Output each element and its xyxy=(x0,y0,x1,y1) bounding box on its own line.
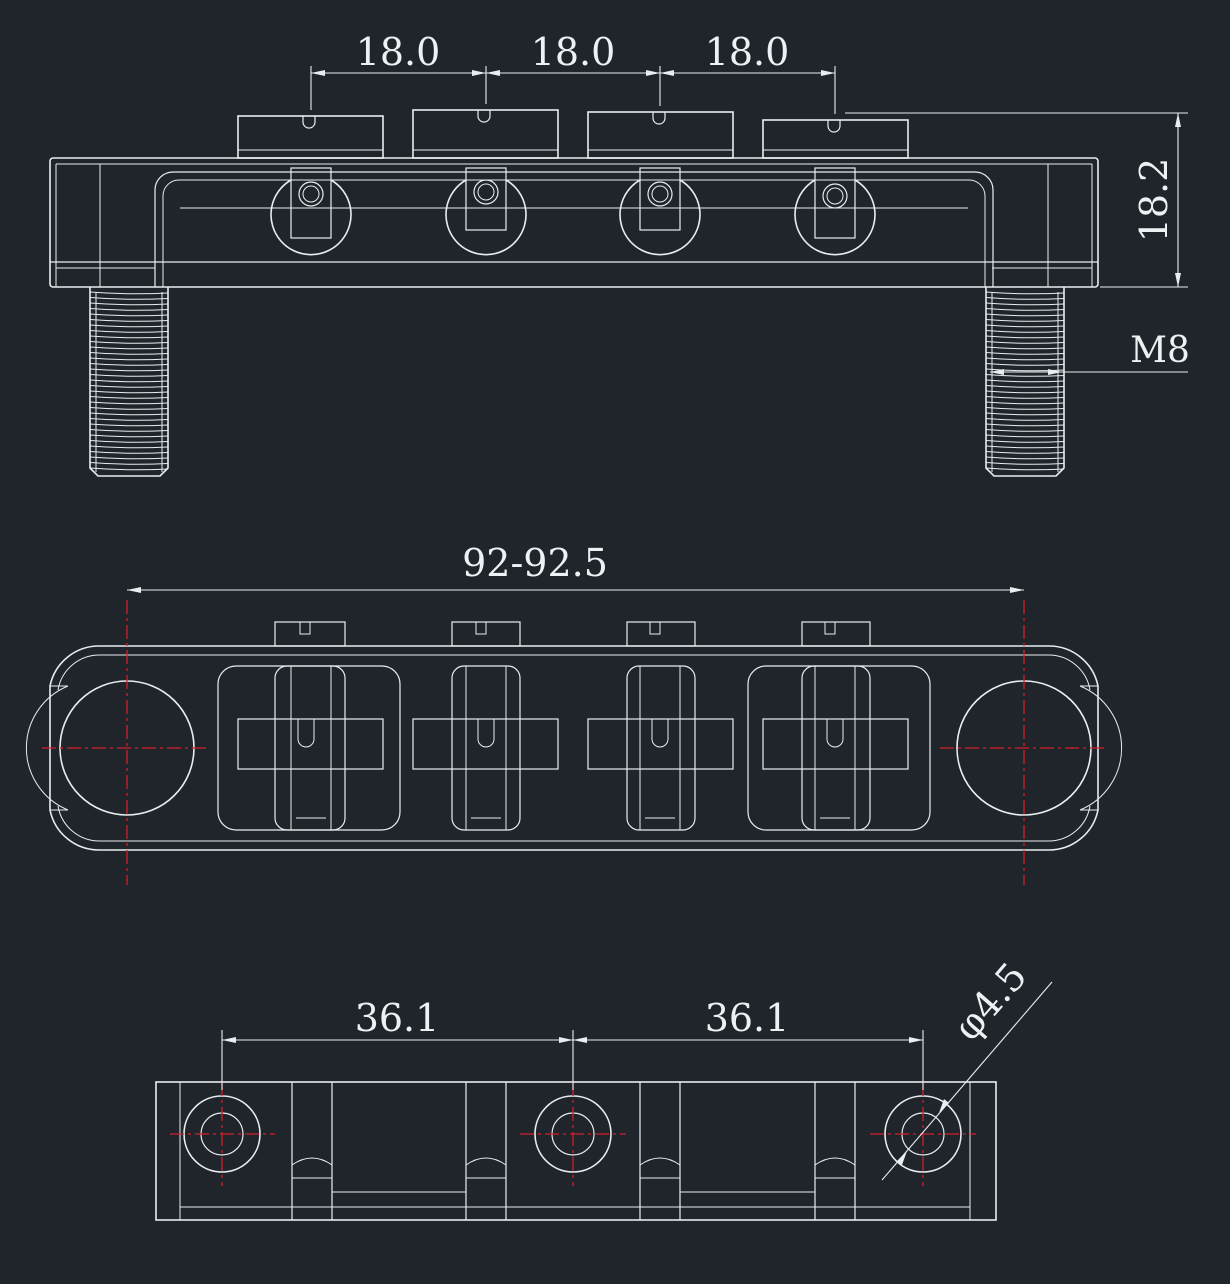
string-spacing-dimensions: 18.0 18.0 18.0 xyxy=(310,30,836,114)
threaded-stud-right xyxy=(985,287,1065,477)
stud-span-label: 92-92.5 xyxy=(462,541,608,585)
spacing-label-3: 18.0 xyxy=(705,30,790,74)
hole-spacing-dimensions: 36.1 36.1 xyxy=(221,996,924,1090)
thread-label: M8 xyxy=(1130,330,1190,371)
base-plate xyxy=(155,1081,997,1221)
stud-span-dimension: 92-92.5 xyxy=(127,541,1024,593)
saddle-pockets xyxy=(217,665,931,831)
height-label: 18.2 xyxy=(1132,158,1176,243)
front-view: 18.0 18.0 18.0 18.2 M8 xyxy=(49,30,1190,477)
screw-heads xyxy=(274,621,871,647)
top-view: 92-92.5 xyxy=(25,541,1123,885)
thread-dimension: M8 xyxy=(990,330,1190,375)
hole-spacing-label-1: 36.1 xyxy=(355,996,440,1040)
spacing-label-1: 18.0 xyxy=(356,30,441,74)
bridge-body-front xyxy=(49,157,1099,288)
bottom-view-centerlines xyxy=(170,1082,976,1186)
hole-spacing-label-2: 36.1 xyxy=(705,996,790,1040)
hole-diameter-dimension: φ4.5 xyxy=(881,954,1053,1181)
height-dimension: 18.2 xyxy=(845,112,1188,288)
base-pockets xyxy=(291,1082,856,1220)
saddle-tops xyxy=(237,109,909,159)
bridge-body-top xyxy=(25,645,1123,851)
hole-diameter-label: φ4.5 xyxy=(945,954,1035,1049)
top-view-centerlines xyxy=(42,600,1108,885)
bottom-view: 36.1 36.1 φ4.5 xyxy=(155,954,1053,1221)
spacing-label-2: 18.0 xyxy=(531,30,616,74)
threaded-stud-left xyxy=(89,287,169,477)
saddle-bodies xyxy=(270,167,876,256)
